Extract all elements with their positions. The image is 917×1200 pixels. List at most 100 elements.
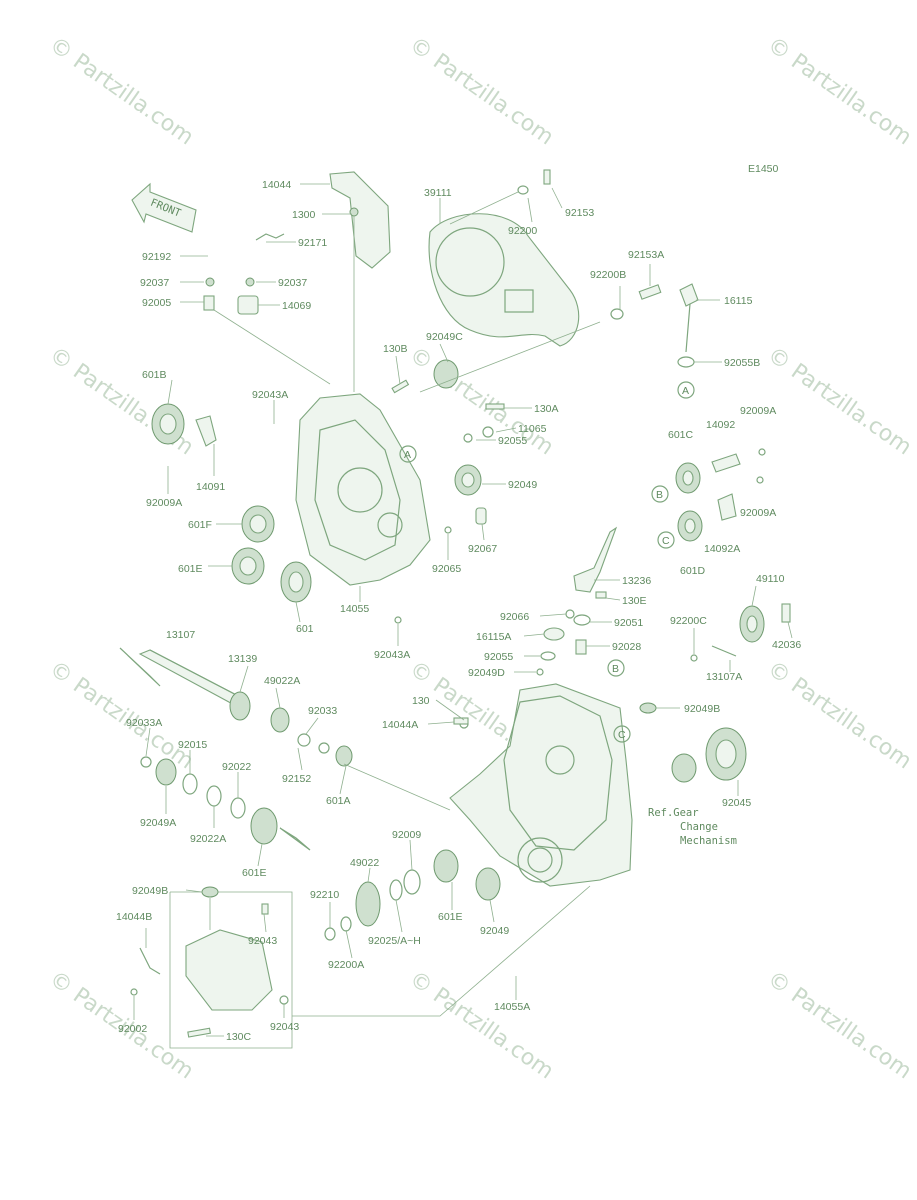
part-label-92153a[interactable]: 92153A: [628, 249, 664, 261]
part-label-92009a-left[interactable]: 92009A: [146, 497, 182, 509]
part-label-92009[interactable]: 92009: [392, 829, 421, 841]
part-label-92153[interactable]: 92153: [565, 207, 594, 219]
part-labels: 14044 1300 39111 92153 92200 92192 92171…: [116, 179, 801, 1043]
part-label-601e-bottom[interactable]: 601E: [438, 911, 463, 923]
part-label-601a[interactable]: 601A: [326, 795, 351, 807]
part-label-92200[interactable]: 92200: [508, 225, 537, 237]
part-label-130b[interactable]: 130B: [383, 343, 408, 355]
marker-b-2: B: [612, 663, 619, 675]
ref-note-line-1: Ref.Gear: [648, 807, 699, 819]
part-label-92200b[interactable]: 92200B: [590, 269, 626, 281]
part-label-92192[interactable]: 92192: [142, 251, 171, 263]
part-label-92049b-right[interactable]: 92049B: [684, 703, 720, 715]
part-label-92055-mid[interactable]: 92055: [484, 651, 513, 663]
part-label-130a[interactable]: 130A: [534, 403, 559, 415]
part-label-11065[interactable]: 11065: [518, 423, 547, 435]
part-label-601d[interactable]: 601D: [680, 565, 706, 577]
part-label-601c[interactable]: 601C: [668, 429, 694, 441]
bottom-cover-group: [130, 886, 293, 1049]
part-label-92045[interactable]: 92045: [722, 797, 751, 809]
lower-crankcase-group: [324, 683, 747, 941]
watermark-2: © Partzilla.com: [405, 32, 558, 150]
part-label-92200c[interactable]: 92200C: [670, 615, 707, 627]
watermark-12: © Partzilla.com: [763, 966, 916, 1084]
part-label-92015[interactable]: 92015: [178, 739, 207, 751]
part-label-39111[interactable]: 39111: [424, 187, 452, 199]
part-label-92049d[interactable]: 92049D: [468, 667, 505, 679]
watermark-5: © Partzilla.com: [405, 342, 558, 460]
part-label-92025[interactable]: 92025/A~H: [368, 935, 421, 947]
part-label-92210[interactable]: 92210: [310, 889, 339, 901]
part-label-601e-top[interactable]: 601E: [178, 563, 203, 575]
part-label-92037-left[interactable]: 92037: [140, 277, 169, 289]
part-label-13236[interactable]: 13236: [622, 575, 651, 587]
part-label-49022[interactable]: 49022: [350, 857, 379, 869]
part-label-601e-mid[interactable]: 601E: [242, 867, 267, 879]
part-label-92002[interactable]: 92002: [118, 1023, 147, 1035]
part-label-92049a[interactable]: 92049A: [140, 817, 176, 829]
part-label-14092[interactable]: 14092: [706, 419, 735, 431]
part-label-13107[interactable]: 13107: [166, 629, 195, 641]
part-label-601f[interactable]: 601F: [188, 519, 212, 531]
part-label-92067[interactable]: 92067: [468, 543, 497, 555]
part-label-14092a[interactable]: 14092A: [704, 543, 740, 555]
part-label-92043-top[interactable]: 92043: [248, 935, 277, 947]
part-label-14044b[interactable]: 14044B: [116, 911, 152, 923]
part-label-601[interactable]: 601: [296, 623, 314, 635]
part-label-92022a[interactable]: 92022A: [190, 833, 226, 845]
part-label-92065[interactable]: 92065: [432, 563, 461, 575]
part-label-92009a-right-2[interactable]: 92009A: [740, 507, 776, 519]
marker-a-2: A: [682, 385, 689, 397]
part-label-92033[interactable]: 92033: [308, 705, 337, 717]
part-label-92171[interactable]: 92171: [298, 237, 327, 249]
part-label-92009a-right-1[interactable]: 92009A: [740, 405, 776, 417]
marker-a-1: A: [404, 449, 411, 461]
part-label-92022[interactable]: 92022: [222, 761, 251, 773]
part-label-14055[interactable]: 14055: [340, 603, 369, 615]
part-label-14044[interactable]: 14044: [262, 179, 291, 191]
part-label-1300[interactable]: 1300: [292, 209, 316, 221]
watermark-11: © Partzilla.com: [405, 966, 558, 1084]
part-label-14091[interactable]: 14091: [196, 481, 225, 493]
part-label-14069[interactable]: 14069: [282, 300, 311, 312]
part-label-13107a[interactable]: 13107A: [706, 671, 742, 683]
part-label-16115[interactable]: 16115: [724, 295, 753, 307]
watermark-7: © Partzilla.com: [45, 656, 198, 774]
part-label-42036[interactable]: 42036: [772, 639, 801, 651]
part-label-92049b-left[interactable]: 92049B: [132, 885, 168, 897]
marker-b-1: B: [656, 489, 663, 501]
part-label-92028[interactable]: 92028: [612, 641, 641, 653]
part-label-92055b[interactable]: 92055B: [724, 357, 760, 369]
part-label-92049c[interactable]: 92049C: [426, 331, 463, 343]
part-label-92200a[interactable]: 92200A: [328, 959, 364, 971]
part-label-49110[interactable]: 49110: [756, 573, 785, 585]
part-label-601b[interactable]: 601B: [142, 369, 167, 381]
watermark-6: © Partzilla.com: [763, 342, 916, 460]
part-label-92066[interactable]: 92066: [500, 611, 529, 623]
part-label-92051[interactable]: 92051: [614, 617, 643, 629]
part-label-130e[interactable]: 130E: [622, 595, 647, 607]
part-label-92152[interactable]: 92152: [282, 773, 311, 785]
part-label-14044a[interactable]: 14044A: [382, 719, 418, 731]
part-label-92043a-top[interactable]: 92043A: [252, 389, 288, 401]
part-label-92043-bottom[interactable]: 92043: [270, 1021, 299, 1033]
watermark-1: © Partzilla.com: [45, 32, 198, 150]
part-label-13139[interactable]: 13139: [228, 653, 257, 665]
part-label-92043a-bottom[interactable]: 92043A: [374, 649, 410, 661]
part-label-14055a[interactable]: 14055A: [494, 1001, 530, 1013]
part-label-92049-mid[interactable]: 92049: [508, 479, 537, 491]
right-parts-group: [536, 448, 791, 676]
part-label-130[interactable]: 130: [412, 695, 430, 707]
part-label-49022a[interactable]: 49022A: [264, 675, 300, 687]
part-label-92037-right[interactable]: 92037: [278, 277, 307, 289]
part-label-92055-top[interactable]: 92055: [498, 435, 527, 447]
watermark-9: © Partzilla.com: [763, 656, 916, 774]
part-label-92005[interactable]: 92005: [142, 297, 171, 309]
part-label-16115a[interactable]: 16115A: [476, 631, 511, 643]
watermark-3: © Partzilla.com: [763, 32, 916, 150]
marker-c-1: C: [662, 535, 670, 547]
part-label-92033a[interactable]: 92033A: [126, 717, 162, 729]
part-label-130c[interactable]: 130C: [226, 1031, 252, 1043]
part-label-92049-bottom[interactable]: 92049: [480, 925, 509, 937]
